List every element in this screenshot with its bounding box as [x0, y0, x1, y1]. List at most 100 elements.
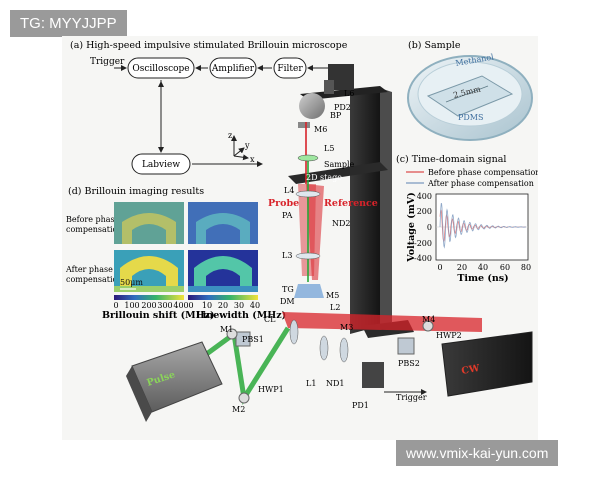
pulse-green-beam: [180, 326, 291, 405]
cw-laser: [441, 331, 533, 397]
axis-label-shift: Brillouin shift (MHz): [102, 310, 214, 321]
cbar-tick-shift-200: 200: [141, 301, 156, 310]
label-m5: M5: [326, 291, 339, 300]
labview-label: Labview: [142, 160, 180, 170]
label-probe: Probe: [268, 198, 299, 209]
label-hwp1: HWP1: [258, 385, 284, 394]
xtick-80: 80: [521, 263, 531, 272]
cbar-tick-lw-20: 20: [218, 301, 228, 310]
panel-b-title: (b) Sample: [408, 40, 461, 51]
watermark-badge-top-left: TG: MYYJJPP: [10, 10, 127, 37]
panel-a-title: (a) High-speed impulsive stimulated Bril…: [70, 40, 348, 51]
cw-red-beam: [282, 312, 482, 332]
sample-label-pdms: PDMS: [458, 113, 483, 122]
xlabel-time: Time (ns): [457, 273, 508, 284]
row-label-after-line2: compensation: [66, 275, 123, 284]
ytick-neg200: -200: [414, 239, 432, 248]
legend-after: After phase compensation: [427, 179, 534, 188]
label-nd1: ND1: [326, 379, 345, 388]
label-l5: L5: [324, 144, 334, 153]
label-reference: Reference: [324, 198, 378, 209]
label-cl: CL: [264, 315, 276, 324]
watermark-badge-bottom-right: www.vmix-kai-yun.com: [396, 440, 559, 466]
trace-after: [439, 202, 526, 249]
label-l4: L4: [284, 186, 294, 195]
xtick-60: 60: [500, 263, 510, 272]
label-m2: M2: [232, 405, 245, 414]
cbar-tick-lw-40: 40: [250, 301, 260, 310]
cbar-tick-shift-300: 300: [157, 301, 172, 310]
label-m4: M4: [422, 315, 435, 324]
cbar-tick-lw-10: 10: [202, 301, 212, 310]
amplifier-label: Amplifier: [211, 64, 255, 74]
bp-filter: [299, 93, 325, 119]
sample-dish-image: [407, 55, 533, 141]
ytick-0: 0: [427, 223, 432, 232]
label-pbs1: PBS1: [242, 335, 264, 344]
ytick-200: 200: [417, 207, 432, 216]
label-l1: L1: [306, 379, 316, 388]
label-pd1: PD1: [352, 401, 369, 410]
amplifier-box: [209, 57, 257, 79]
xtick-20: 20: [457, 263, 467, 272]
oscilloscope-label: Oscilloscope: [132, 64, 189, 74]
cbar-tick-shift-100: 100: [124, 301, 139, 310]
figure-panel: (a) High-speed impulsive stimulated Bril…: [62, 36, 540, 440]
cbar-tick-lw-30: 30: [234, 301, 244, 310]
label-sample: Sample: [324, 160, 355, 169]
image-shift-before: [114, 202, 184, 244]
setup-diagram: (a) High-speed impulsive stimulated Bril…: [65, 40, 540, 422]
stage-plate: [288, 162, 388, 184]
pbs2-cube: [397, 337, 415, 355]
scalebar-label: 50μm: [120, 278, 143, 287]
axis-z: z: [228, 131, 232, 140]
ytick-400: 400: [417, 192, 432, 201]
axis-label-linewidth: Linewidth (MHz): [196, 310, 286, 321]
label-pa: PA: [282, 211, 293, 220]
row-label-before-line1: Before phase: [66, 215, 120, 224]
ytick-neg400: -400: [414, 254, 432, 263]
colorbar-linewidth: [188, 295, 258, 300]
pulse-laser: [131, 341, 223, 413]
row-label-before-line2: compensation: [66, 225, 123, 234]
tg-grating: [294, 284, 324, 298]
label-pd2: PD2: [334, 103, 351, 112]
image-linewidth-after: [188, 250, 258, 292]
filter-label: Filter: [277, 64, 303, 74]
label-hwp2: HWP2: [436, 331, 462, 340]
label-l6: L6: [344, 89, 354, 98]
row-label-after-line1: After phase: [65, 265, 113, 274]
label-l2: L2: [330, 303, 340, 312]
legend-before: Before phase compensation: [428, 168, 538, 177]
label-dm: DM: [280, 297, 295, 306]
axis-y: y: [244, 141, 250, 150]
panel-c-title: (c) Time-domain signal: [396, 154, 506, 165]
filter-box: [273, 57, 307, 79]
cbar-tick-lw-0: 0: [188, 301, 193, 310]
label-m1: M1: [220, 325, 233, 334]
image-shift-after: [114, 250, 184, 292]
labview-box: [131, 153, 191, 175]
label-trigger-out: Trigger: [396, 393, 427, 402]
cw-laser-label: CW: [461, 363, 481, 377]
image-linewidth-before: [188, 202, 258, 244]
panel-d-title: (d) Brillouin imaging results: [68, 186, 204, 197]
label-nd2: ND2: [332, 219, 351, 228]
label-pbs2: PBS2: [398, 359, 420, 368]
label-2d-stage: 2D stage: [306, 173, 342, 182]
pbs1-cube: [235, 331, 251, 347]
xtick-0: 0: [437, 263, 442, 272]
label-bp: BP: [330, 111, 342, 120]
trigger-label: Trigger: [90, 57, 125, 67]
label-m6: M6: [314, 125, 327, 134]
pd1-detector: [362, 362, 384, 388]
ylabel-voltage: Voltage (mV): [406, 192, 417, 262]
xtick-40: 40: [478, 263, 488, 272]
tower-column: [350, 88, 380, 334]
label-l3: L3: [282, 251, 292, 260]
colorbar-shift: [114, 295, 184, 300]
oscilloscope-box: [127, 57, 195, 79]
cbar-tick-shift-0: 0: [113, 301, 118, 310]
